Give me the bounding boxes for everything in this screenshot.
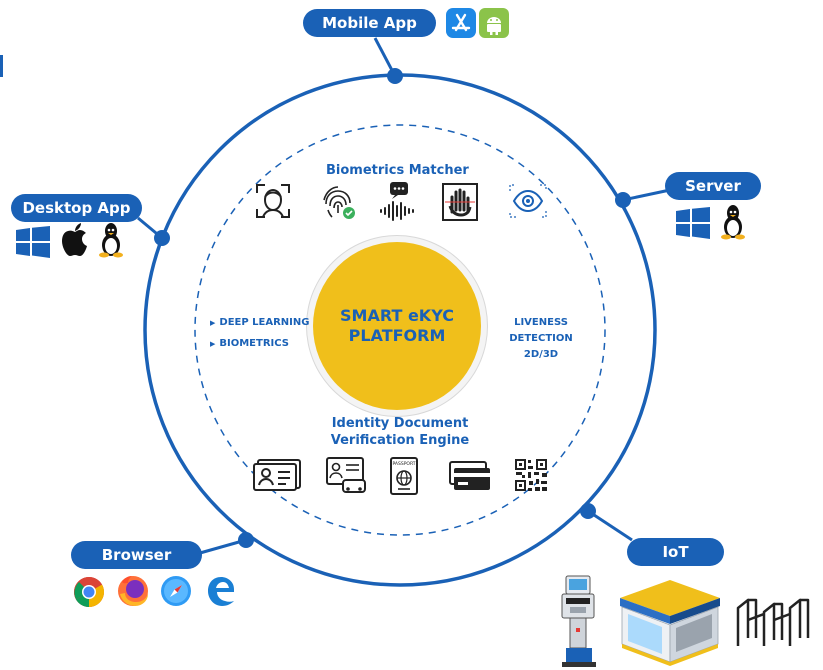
passport-text: PASSPORT: [392, 461, 415, 467]
firefox-icon: [118, 576, 148, 606]
desktop-app-pill[interactable]: Desktop App: [11, 194, 142, 222]
app-store-icon: [446, 8, 476, 38]
fingerprint-verified-icon: [323, 186, 355, 219]
platform-title-line2: PLATFORM: [348, 326, 446, 345]
turnstile-icon: [736, 598, 810, 646]
windows-icon: [16, 226, 50, 258]
id-card-icon: [253, 459, 301, 491]
browser-pill[interactable]: Browser: [71, 541, 202, 569]
safari-icon: [161, 576, 191, 606]
id-engine-title: Identity Document Verification Engine: [320, 415, 480, 449]
iot-connector: [587, 509, 633, 542]
mobile-node: [387, 68, 403, 84]
liveness-line3: 2D/3D: [523, 349, 559, 360]
face-scan-icon: [256, 184, 290, 218]
platform-title-line1: SMART eKYC: [340, 306, 454, 325]
edge-icon: [208, 577, 234, 606]
windows-icon: [676, 207, 710, 239]
store-icon: [620, 580, 720, 666]
deep-learning-bullet: ▶DEEP LEARNING: [210, 317, 309, 328]
android-icon: [479, 8, 509, 38]
iris-eye-icon: [509, 184, 547, 218]
driver-license-icon: [326, 457, 366, 493]
linux-icon: [99, 223, 123, 258]
biometrics-label: BIOMETRICS: [219, 338, 289, 349]
liveness-line2: DETECTION: [509, 333, 573, 344]
mobile-app-pill[interactable]: Mobile App: [303, 9, 436, 37]
iot-node: [580, 503, 596, 519]
liveness-detection-label: LIVENESS DETECTION 2D/3D: [503, 315, 579, 363]
bullet-arrow-icon: ▶: [210, 319, 216, 327]
liveness-line1: LIVENESS: [514, 317, 568, 328]
biometrics-matcher-title: Biometrics Matcher: [326, 163, 469, 178]
chrome-icon: [73, 576, 105, 607]
id-engine-line1: Identity Document: [331, 416, 469, 431]
biometrics-bullet: ▶BIOMETRICS: [210, 338, 289, 349]
server-node: [615, 192, 631, 208]
bullet-arrow-icon: ▶: [210, 340, 216, 348]
qr-code-icon: [515, 459, 547, 491]
deep-learning-label: DEEP LEARNING: [219, 317, 310, 328]
edge-fragment: [0, 55, 3, 77]
server-pill[interactable]: Server: [665, 172, 761, 200]
desktop-node: [154, 230, 170, 246]
voice-wave-icon: [380, 182, 414, 221]
passport-icon: PASSPORT: [390, 457, 418, 495]
credit-card-icon: [449, 461, 490, 490]
linux-icon: [721, 205, 745, 240]
id-engine-line2: Verification Engine: [330, 433, 470, 448]
apple-icon: [62, 223, 87, 256]
palm-scan-icon: [442, 183, 478, 221]
server-connector: [622, 188, 671, 202]
browser-node: [238, 532, 254, 548]
iot-pill[interactable]: IoT: [627, 538, 724, 566]
inner-dashed-ring: [194, 124, 606, 536]
kiosk-icon: [561, 575, 596, 667]
platform-core: SMART eKYC PLATFORM: [313, 242, 481, 410]
